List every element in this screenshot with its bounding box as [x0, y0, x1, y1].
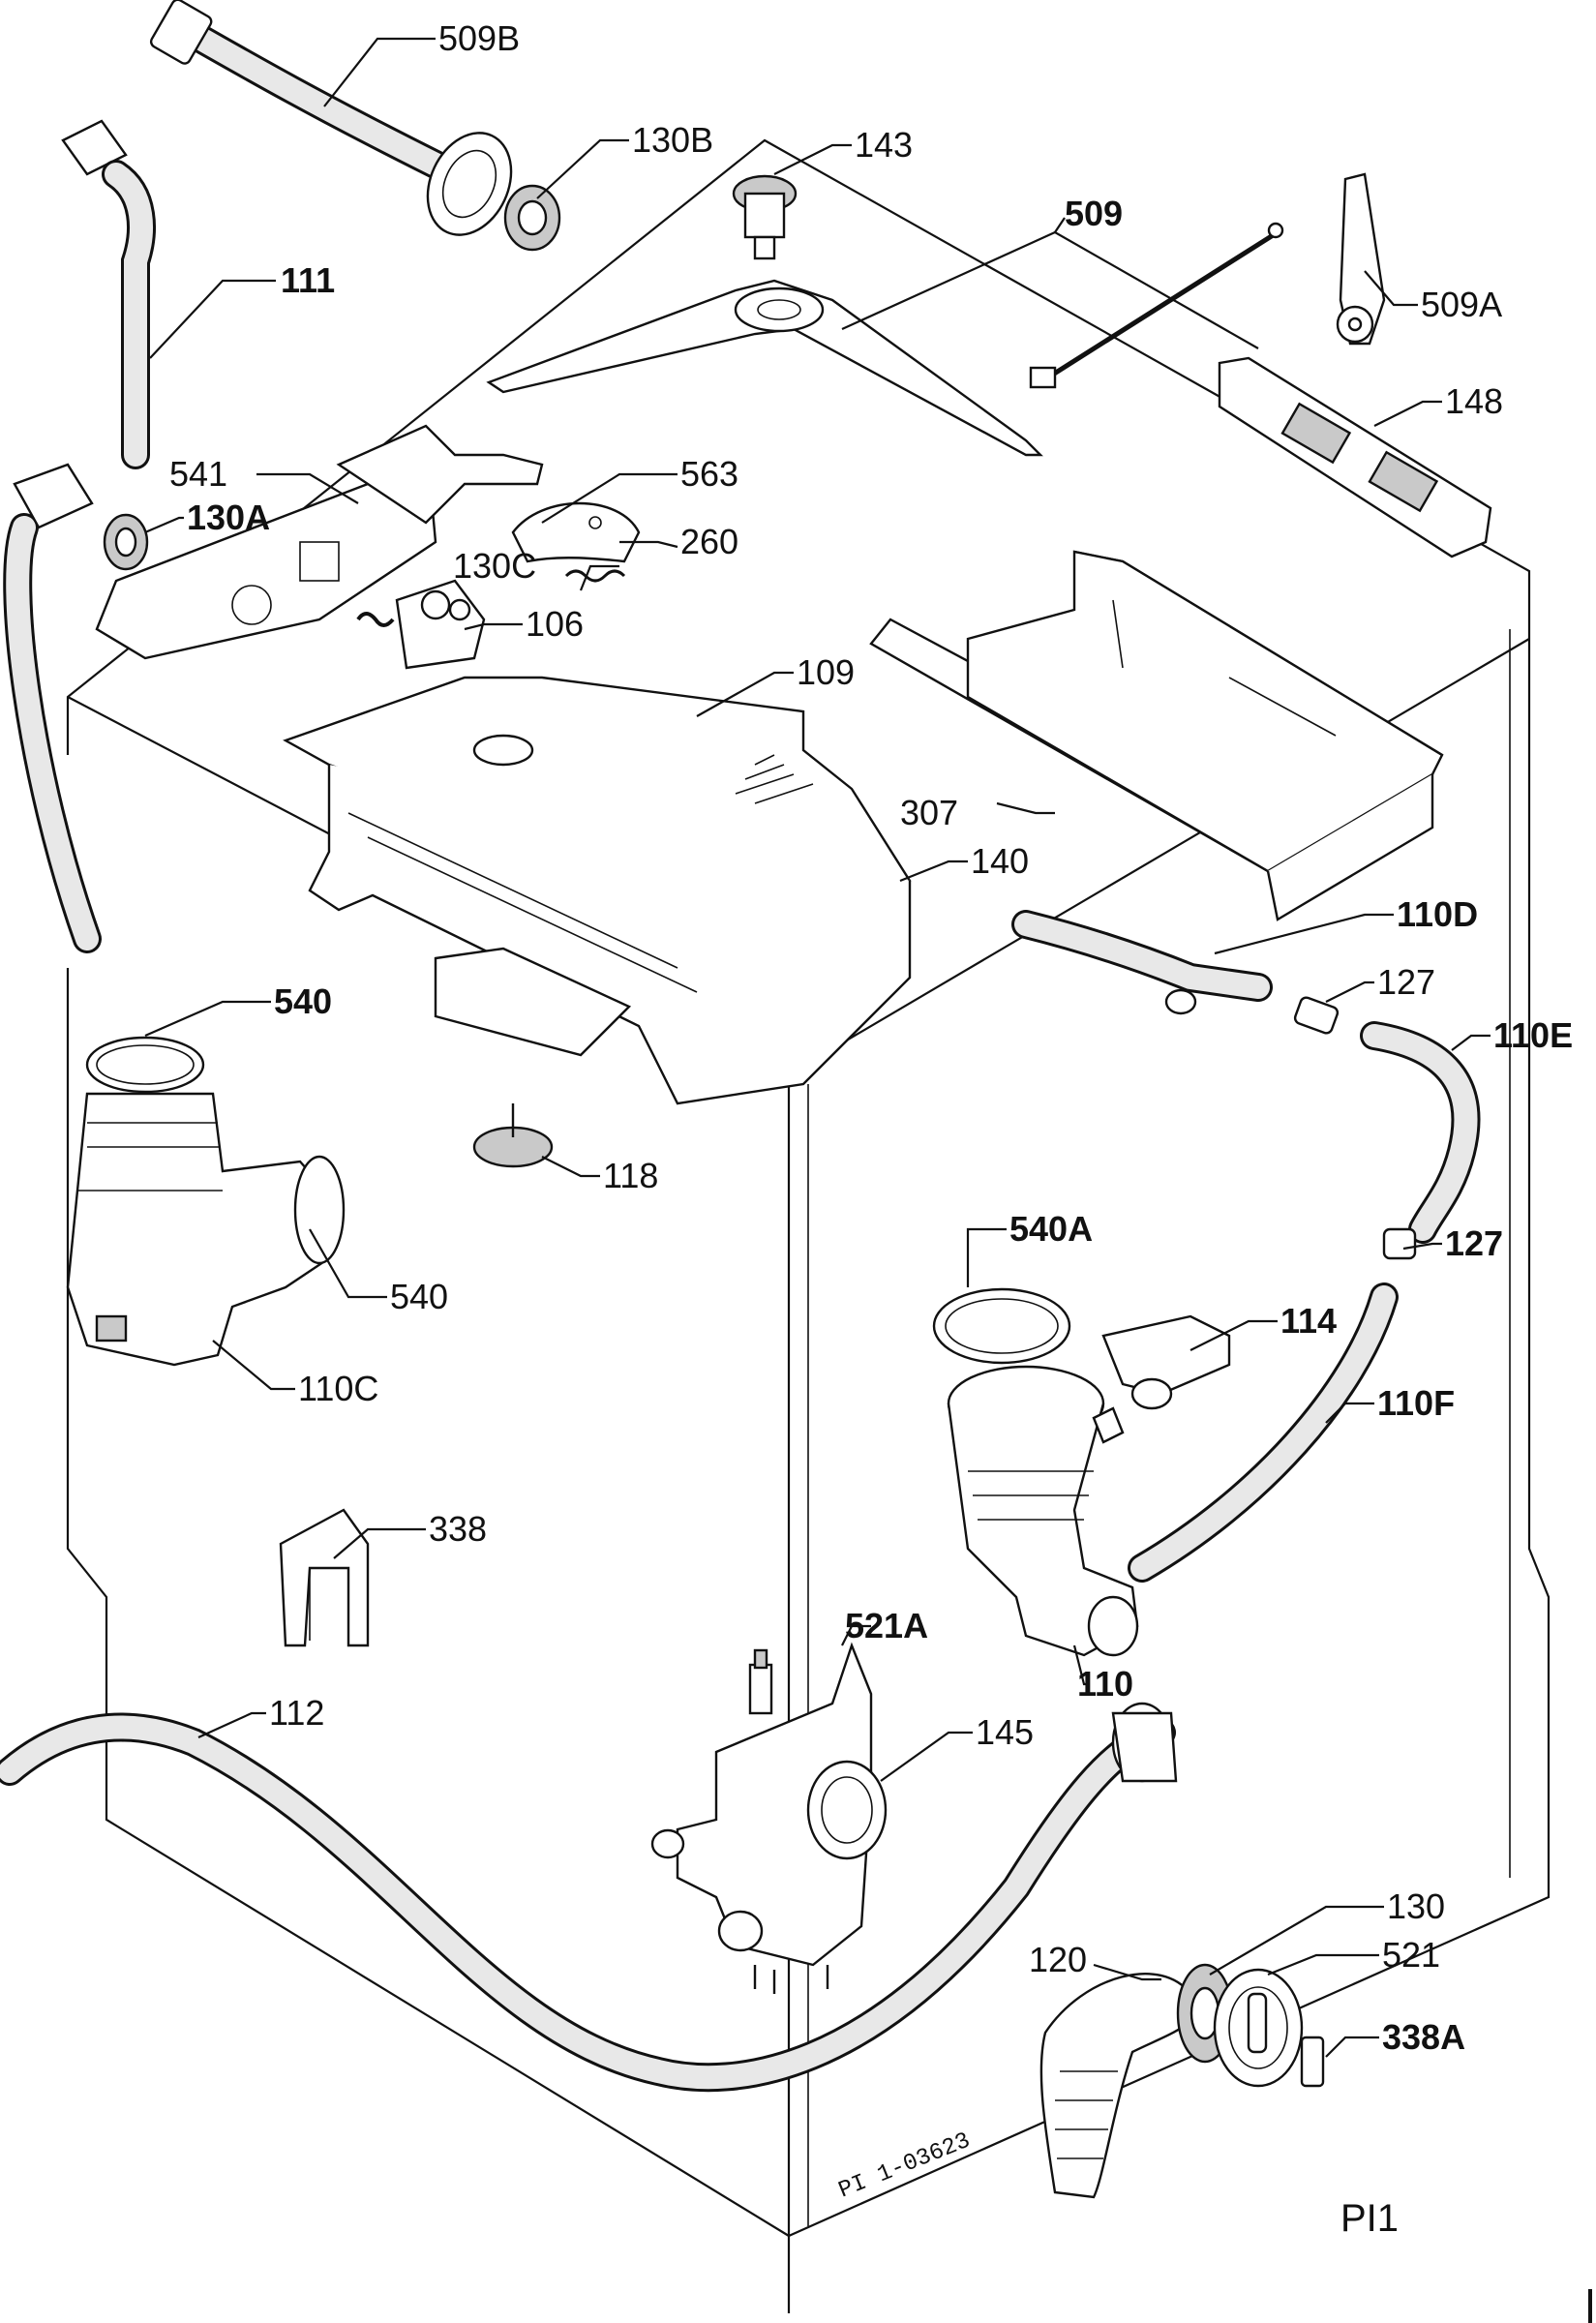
label-111: 111	[281, 260, 335, 300]
label-114: 114	[1280, 1301, 1337, 1341]
part-120-filter-hose	[1039, 1973, 1197, 2199]
label-509: 509	[1065, 194, 1123, 233]
label-338: 338	[429, 1509, 487, 1549]
label-130a: 130A	[187, 498, 270, 537]
part-540a-clamp	[932, 1287, 1071, 1365]
label-521a: 521A	[845, 1606, 928, 1645]
label-127-lower: 127	[1445, 1223, 1503, 1263]
page-edge-mark	[1588, 2289, 1592, 2323]
label-148: 148	[1445, 381, 1503, 421]
label-509a: 509A	[1421, 285, 1502, 324]
label-143: 143	[855, 125, 913, 165]
part-540-clamp-upper	[85, 1036, 205, 1094]
leader-lines	[144, 37, 1491, 2058]
part-521a-valve	[748, 1648, 773, 1715]
part-145-pump-housing	[650, 1642, 888, 1994]
part-148-drawer-front	[1218, 356, 1492, 558]
label-120: 120	[1029, 1940, 1087, 1979]
part-110c-bellows	[66, 1092, 336, 1367]
label-540-mid: 540	[390, 1277, 448, 1316]
callout-labels: 509B 130B 143 509 509A 111 148 541 130A …	[169, 18, 1573, 2057]
part-118-wheel	[472, 1103, 554, 1168]
part-130c-spring	[356, 612, 395, 627]
part-111-inlet-hose	[61, 119, 156, 469]
label-307: 307	[900, 793, 958, 832]
label-540a: 540A	[1009, 1209, 1093, 1249]
label-106: 106	[526, 604, 584, 644]
label-260: 260	[680, 522, 738, 561]
label-130: 130	[1387, 1886, 1445, 1926]
label-109: 109	[797, 652, 855, 692]
label-140: 140	[971, 841, 1029, 881]
part-541-bracket	[3, 424, 544, 953]
part-260-spring	[564, 569, 626, 583]
label-110f: 110F	[1377, 1383, 1455, 1423]
part-509a-lever	[1336, 172, 1386, 346]
page-reference: PI1	[1340, 2197, 1399, 2240]
part-110d-connector-hose	[1011, 910, 1273, 1015]
label-112: 112	[269, 1693, 324, 1733]
part-106-valve	[395, 579, 486, 670]
part-563-cam	[511, 501, 641, 563]
part-338-clip	[279, 1508, 370, 1647]
label-118: 118	[603, 1156, 658, 1195]
label-509b: 509B	[438, 18, 520, 58]
part-110f-hose	[1128, 1282, 1399, 1583]
part-110e-hose	[1360, 1021, 1481, 1244]
label-127-upper: 127	[1377, 962, 1435, 1002]
label-130b: 130B	[632, 120, 713, 160]
label-563: 563	[680, 454, 738, 494]
cabinet-outline	[66, 138, 1551, 2313]
part-307-drawer	[869, 550, 1444, 921]
part-521-cap	[1213, 1968, 1304, 2088]
label-338a: 338A	[1382, 2017, 1465, 2057]
part-540-clamp-lower	[293, 1155, 346, 1265]
label-110c: 110C	[298, 1369, 378, 1408]
part-127-clamp-upper	[1293, 996, 1340, 1035]
label-540-top: 540	[274, 981, 332, 1021]
part-109-dispenser-housing	[283, 676, 912, 1105]
label-110e: 110E	[1493, 1015, 1573, 1055]
part-114-pressure-switch	[1101, 1314, 1231, 1410]
part-143-knob	[732, 174, 798, 260]
label-130c: 130C	[453, 546, 536, 586]
part-338a-clip	[1300, 2036, 1325, 2088]
label-541: 541	[169, 454, 227, 494]
label-110: 110	[1077, 1664, 1133, 1704]
part-509b-inlet-hose	[149, 0, 561, 252]
drawing-number: PI 1-03623	[835, 2127, 975, 2204]
label-110d: 110D	[1397, 894, 1478, 934]
label-521: 521	[1382, 1935, 1440, 1975]
part-509-lever	[486, 222, 1284, 457]
part-112-drain-hose	[0, 1702, 1178, 2093]
part-127-clamp-lower	[1382, 1227, 1417, 1260]
label-145: 145	[976, 1712, 1034, 1752]
part-110-sump-hose	[947, 1365, 1139, 1657]
